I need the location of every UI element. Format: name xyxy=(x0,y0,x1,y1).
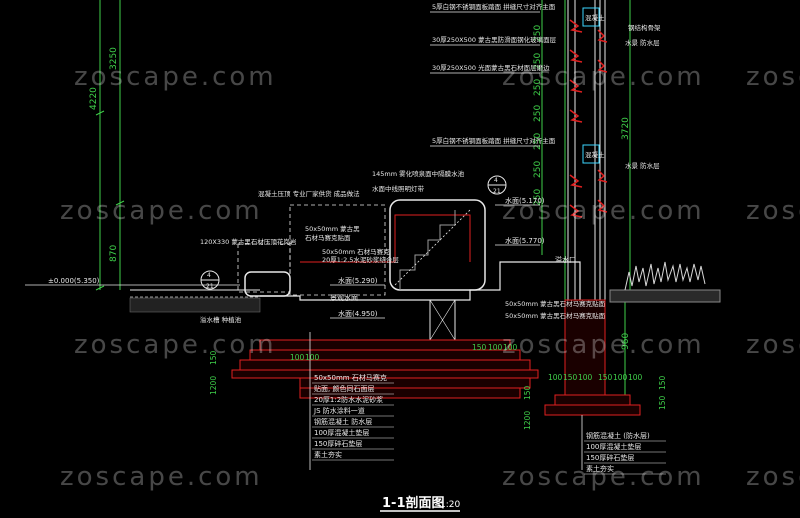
basin-left-callout xyxy=(237,243,291,293)
marker-b-bot: 21 xyxy=(493,188,501,195)
fountain-steps xyxy=(399,210,456,290)
dim-col-6: 250 xyxy=(533,161,543,178)
column-dimension-lines xyxy=(541,0,631,395)
dim-base-4: 1200 xyxy=(523,411,532,430)
top-note-2: 30厚250X500 蒙古黑防滑面钢化玻璃面层 xyxy=(432,35,557,44)
dim-col-2: 250 xyxy=(533,53,543,70)
dim-step-b: 100 xyxy=(305,353,320,362)
legend-left: 50x50mm 石材马赛克贴面, 颜色同石面层 20厚1:2防水水泥砂浆 JS 防水… xyxy=(312,373,394,461)
level-4: 水面(4.950) xyxy=(338,309,378,318)
top-note-3: 30厚250X500 光面蒙古黑石材面层磨边 xyxy=(432,63,550,72)
level-2: 水面(5.770) xyxy=(505,236,545,245)
feature-wall xyxy=(567,0,606,300)
dim-col-4: 250 xyxy=(533,105,543,122)
marker-a-bot: 21 xyxy=(206,283,214,290)
level-5: 景观水面 xyxy=(330,293,358,302)
dim-base-6: 150 xyxy=(658,395,667,410)
legend-left-item: 钢筋混凝土 防水层 xyxy=(314,417,372,426)
dim-step-i: 150 xyxy=(598,373,613,382)
legend-left-item: 150厚碎石垫层 xyxy=(314,439,362,448)
dim-base-1: 150 xyxy=(209,350,218,365)
right-tag-2: 钢结构骨架 xyxy=(628,23,661,32)
legend-left-item: 100厚混凝土垫层 xyxy=(314,428,369,437)
basin-inner xyxy=(300,214,471,263)
fountain-box xyxy=(389,199,486,291)
level-0: ±0.000(5.350) xyxy=(48,277,100,285)
right-foundation xyxy=(544,299,641,416)
wall-tag-1 xyxy=(582,7,600,27)
planter-soil xyxy=(609,289,721,303)
dim-col-5: 250 xyxy=(533,133,543,150)
drawing-title: 1-1剖面图 xyxy=(382,495,445,511)
dim-3250: 3250 xyxy=(109,47,119,70)
label-mosaic-2: 50x50mm 蒙古黑石材马赛克贴面 xyxy=(505,311,606,320)
dim-step-f: 100 xyxy=(548,373,563,382)
legend-left-item: 50x50mm 石材马赛克 xyxy=(314,373,387,382)
dim-col-7: 250 xyxy=(533,189,543,206)
section-marker-b xyxy=(487,175,507,195)
dim-step-d: 100 xyxy=(488,343,503,352)
ground-hatch xyxy=(129,297,261,313)
level-markers xyxy=(25,204,540,319)
dim-step-h: 100 xyxy=(578,373,593,382)
marker-a-top: 4 xyxy=(207,272,211,279)
dim-step-c: 150 xyxy=(472,343,487,352)
right-tag-4: 混凝土 xyxy=(585,150,605,159)
marker-b-top: 4 xyxy=(494,177,498,184)
dim-step-a: 100 xyxy=(290,353,305,362)
legend-right-item: 150厚碎石垫层 xyxy=(586,453,634,462)
label-stone-50a: 50x50mm 蒙古黑 xyxy=(305,224,360,233)
right-tag-5: 水景 防水层 xyxy=(625,161,660,170)
left-dimensions xyxy=(95,0,125,291)
level-6: 溢水口 xyxy=(555,255,576,264)
fountain-diagonal xyxy=(394,209,471,286)
legend-right-item: 素土夯实 xyxy=(586,464,614,473)
dim-870: 870 xyxy=(109,245,119,262)
drawing-scale: 1:20 xyxy=(440,500,460,510)
label-stone-50d: 20厚1:2.5水泥砂浆结合层 xyxy=(322,255,399,264)
legend-left-item: JS 防水涂料一道 xyxy=(313,406,365,415)
top-note-1: 5厚白钢不锈钢面板踏面 拼缝尺寸对齐主面 xyxy=(432,2,556,11)
top-note-4: 5厚白钢不锈钢面板踏面 拼缝尺寸对齐主面 xyxy=(432,136,556,145)
leader-lines xyxy=(430,11,540,147)
feature-wall-red-anchors xyxy=(569,19,608,218)
legend-left-item: 20厚1:2防水水泥砂浆 xyxy=(314,395,383,404)
label-mosaic-1: 50x50mm 蒙古黑石材马赛克贴面 xyxy=(505,299,606,308)
label-stone-edge: 混凝土压顶 专业厂家供货 成品做法 xyxy=(258,189,360,198)
fountain-callout xyxy=(289,204,386,296)
level-1: 水面(5.170) xyxy=(505,196,545,205)
right-tag-1: 混凝土 xyxy=(585,13,605,22)
dim-base-3: 150 xyxy=(523,385,532,400)
legend-left-item: 素土夯实 xyxy=(314,450,342,459)
level-3: 水面(5.290) xyxy=(338,276,378,285)
label-grass: 溢水槽 种植池 xyxy=(200,315,242,324)
legend-left-item: 贴面, 颜色同石面层 xyxy=(314,384,374,393)
label-stone-50b: 石材马赛克贴面 xyxy=(305,233,351,242)
dim-3720: 3720 xyxy=(621,117,631,140)
dim-step-g: 150 xyxy=(563,373,578,382)
plants xyxy=(624,261,706,291)
legend-right-item: 钢筋混凝土 (防水层) xyxy=(586,431,650,440)
foundation-steps xyxy=(231,339,539,399)
label-water-fountain: 145mm 雾化喷泉面中隔膜水池 xyxy=(372,169,465,178)
legend-right-item: 100厚混凝土垫层 xyxy=(586,442,641,451)
column-dimension-texts: 250 250 250 250 250 250 250 3720 960 xyxy=(533,25,631,350)
dim-base-2: 1200 xyxy=(209,376,218,395)
label-stone-120: 120X330 蒙古黑石材压顶花岗岩 xyxy=(200,237,297,246)
wall-tag-2 xyxy=(582,144,600,164)
section-marker-a xyxy=(200,270,220,290)
right-tag-3: 水景 防水层 xyxy=(625,38,660,47)
dim-step-e: 100 xyxy=(503,343,518,352)
dim-base-5: 150 xyxy=(658,375,667,390)
label-stone-50c: 50x50mm 石材马赛克 xyxy=(322,247,390,256)
dim-4220: 4220 xyxy=(89,87,99,110)
dim-step-k: 100 xyxy=(628,373,643,382)
dim-step-j: 100 xyxy=(613,373,628,382)
dim-col-1: 250 xyxy=(533,25,543,42)
dim-col-3: 250 xyxy=(533,79,543,96)
dim-960: 960 xyxy=(621,333,631,350)
label-led-strip: 水面中线照明灯带 xyxy=(372,184,425,193)
